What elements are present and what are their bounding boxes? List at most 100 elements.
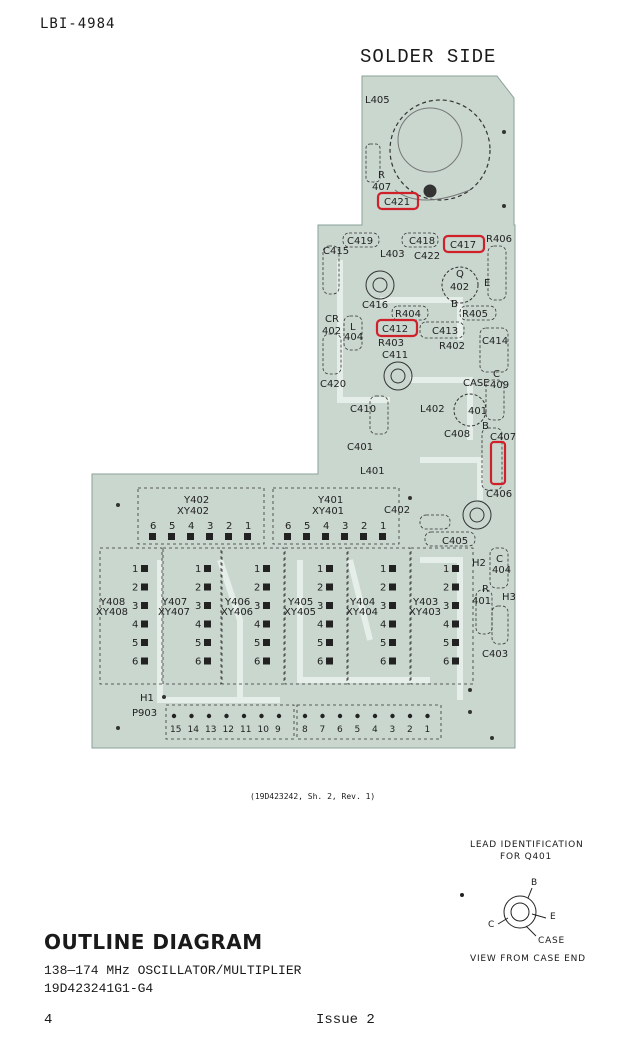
label-r402: R402 [439, 341, 465, 352]
crystal-pin-pad [263, 657, 270, 665]
highlight-markers [375, 191, 507, 486]
header-pin-number: 2 [361, 521, 367, 532]
lead-id-title-2: FOR Q401 [500, 852, 553, 862]
pcb-board [91, 75, 516, 749]
coil-l405 [389, 99, 491, 201]
connector-pin-pad [355, 713, 360, 719]
header-pin-pad [379, 533, 386, 540]
label-b: B [451, 299, 458, 310]
crystal-pin-number: 3 [443, 601, 449, 612]
header-pin-number: 1 [380, 521, 386, 532]
label-e: E [484, 278, 490, 289]
highlight-c417 [442, 234, 486, 254]
crystal-pin-pad [263, 620, 270, 628]
subtitle-line-2: 19D423241G1-G4 [44, 981, 154, 996]
header-pin-pad [284, 533, 291, 540]
label-l403: L403 [380, 249, 405, 260]
crystal-pin-pad [141, 602, 148, 609]
label-y401: Y401 [317, 495, 343, 506]
connector-pin-pad [425, 713, 430, 719]
crystal-pin-pad [452, 620, 459, 628]
highlight-c407 [489, 440, 507, 486]
connector-pin-pad [259, 713, 264, 719]
connector-pin-pad [302, 713, 308, 719]
crystal-pin-number: 6 [254, 657, 260, 668]
connector-pin-number: 9 [275, 725, 281, 735]
label-c412: C412 [382, 324, 408, 335]
label-xy401: XY401 [312, 506, 344, 517]
label-xy408: XY408 [96, 607, 128, 618]
connector-pin-pad [241, 713, 247, 719]
mounting-holes [116, 130, 506, 740]
label-c410: C410 [350, 404, 376, 415]
connector-pin-pad [276, 713, 282, 719]
crystal-pin-pad [141, 583, 148, 591]
label-c413: C413 [432, 326, 458, 337]
label-b2: B [482, 421, 489, 432]
label-c409: 409 [490, 380, 509, 391]
label-q: Q [456, 269, 464, 280]
header-pin-number: 3 [207, 521, 213, 532]
connector-pin-pad [224, 713, 229, 719]
crystal-pin-number: 6 [443, 657, 449, 668]
header-pin-number: 5 [304, 521, 310, 532]
document-id: LBI-4984 [40, 16, 116, 32]
connector-pin-number: 8 [302, 725, 308, 735]
crystal-pin-pad [389, 657, 396, 665]
label-h1: H1 [140, 693, 154, 704]
crystal-pin-number: 1 [254, 564, 260, 575]
crystal-pin-pad [389, 620, 396, 628]
header-pin-pad [168, 533, 175, 540]
connector-pin-number: 7 [320, 725, 326, 735]
crystal-pin-pad [452, 583, 459, 591]
label-y403: Y403 [412, 597, 438, 608]
connector-pin-number: 13 [205, 725, 216, 735]
crystal-pin-pad [452, 565, 459, 572]
header-pin-number: 2 [226, 521, 232, 532]
transistor-q401 [453, 393, 487, 427]
label-c408: C408 [444, 429, 470, 440]
crystal-pin-number: 1 [132, 564, 138, 575]
label-xy405: XY405 [284, 607, 316, 618]
label-h3: H3 [502, 592, 516, 603]
crystal-pin-pad [326, 639, 333, 646]
header-pin-pad [341, 533, 348, 540]
component-outlines [322, 143, 509, 645]
label-c418: C418 [409, 236, 435, 247]
label-c404: 404 [492, 565, 511, 576]
label-c401: C401 [347, 442, 373, 453]
label-r403: R403 [378, 338, 404, 349]
crystal-pin-pad [389, 583, 396, 591]
label-c419: C419 [347, 236, 373, 247]
crystal-pin-number: 2 [254, 583, 260, 594]
lead-pin-e: E [550, 912, 556, 922]
crystal-pin-number: 6 [317, 657, 323, 668]
subtitle-line-1: 138—174 MHz OSCILLATOR/MULTIPLIER [44, 963, 302, 978]
label-c420: C420 [320, 379, 346, 390]
label-y406: Y406 [224, 597, 250, 608]
label-c414: C414 [482, 336, 508, 347]
crystal-pin-pad [204, 583, 211, 591]
component-labels: L405 R 407 C421 C419 C418 C417 R406 C415… [96, 95, 516, 719]
lead-case-label: CASE [538, 936, 566, 946]
header-pin-pad [303, 533, 310, 540]
pcb-traces [157, 260, 483, 703]
crystal-pin-dots [141, 565, 459, 665]
header-pin-number: 6 [150, 521, 156, 532]
crystal-pin-pad [389, 639, 396, 646]
label-xy403: XY403 [409, 607, 441, 618]
label-c415: C415 [323, 246, 349, 257]
connector-pin-number: 12 [223, 725, 234, 735]
crystal-pin-pad [389, 565, 396, 572]
crystal-pin-pad [204, 639, 211, 646]
label-c416: C416 [362, 300, 388, 311]
crystal-pin-pad [326, 620, 333, 628]
header-pin-pad [322, 533, 329, 540]
connector-pin-number: 10 [258, 725, 270, 735]
transistor-q402 [441, 266, 479, 304]
label-c409-c: C [493, 369, 500, 380]
side-title: SOLDER SIDE [360, 46, 497, 68]
